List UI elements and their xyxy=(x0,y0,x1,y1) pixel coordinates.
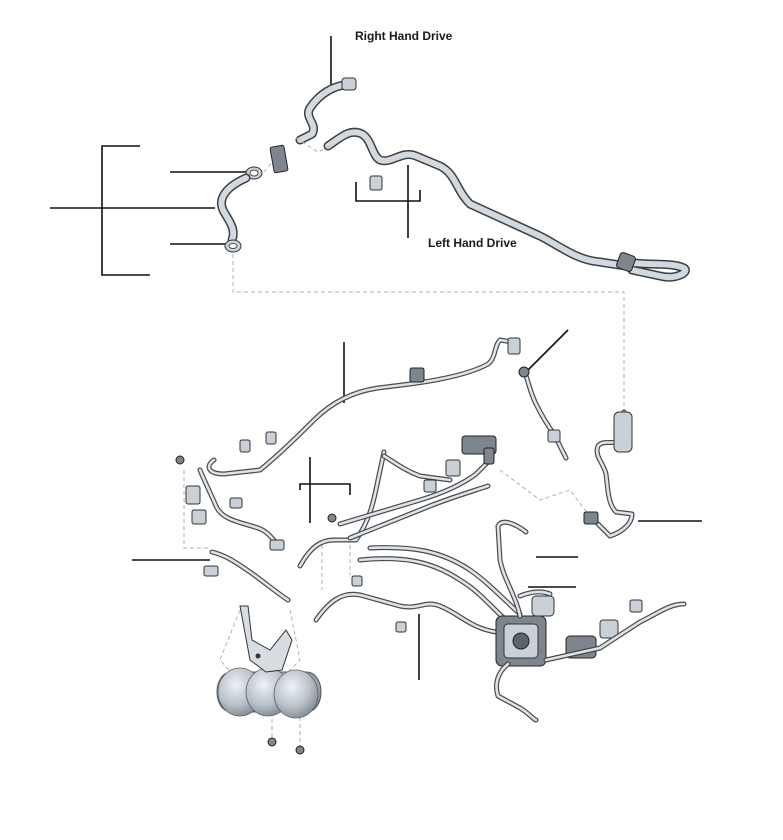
leader-lines-top xyxy=(50,36,421,276)
lhd-clip xyxy=(369,175,383,191)
leader-lines-bottom xyxy=(132,329,702,680)
rhd-vacuum-hose xyxy=(295,77,357,145)
right-hand-drive-label: Right Hand Drive xyxy=(355,29,453,43)
line-clips xyxy=(175,431,407,633)
abs-hydraulic-unit xyxy=(495,595,619,667)
pressure-sensor-cluster xyxy=(423,435,497,493)
left-hand-drive-label: Left Hand Drive xyxy=(428,236,517,250)
abs-lines-right xyxy=(493,519,687,723)
right-brake-line-loop xyxy=(583,409,635,539)
upper-long-brake-line xyxy=(206,337,521,477)
center-brake-lines xyxy=(297,449,523,635)
left-brake-lines xyxy=(197,467,291,603)
alignment-dashes xyxy=(183,137,625,746)
short-vacuum-hose xyxy=(217,173,251,245)
grommet xyxy=(224,239,242,253)
right-vacuum-line xyxy=(518,366,569,461)
reservoir-nuts xyxy=(267,737,305,755)
vacuum-reservoir xyxy=(216,667,322,719)
lhd-vacuum-hose xyxy=(323,127,690,282)
check-valve xyxy=(269,144,289,174)
reservoir-bracket xyxy=(239,605,293,673)
